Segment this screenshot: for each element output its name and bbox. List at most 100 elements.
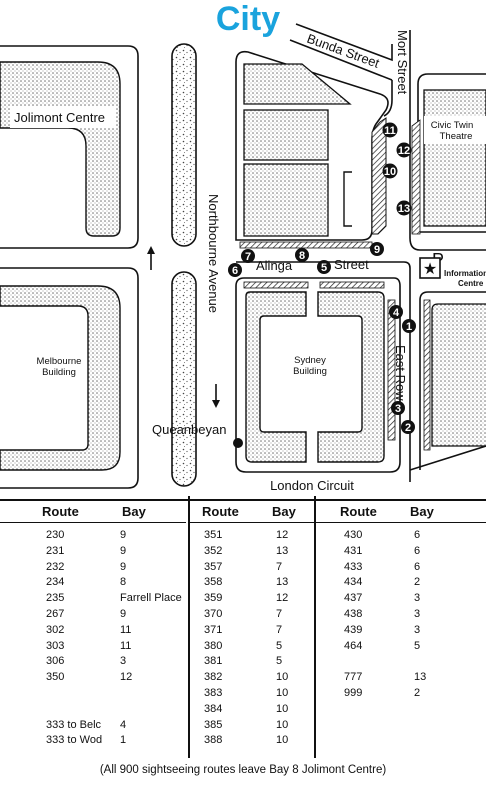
bay-marker-6: 6: [228, 263, 242, 277]
bay-marker-circle: [402, 319, 416, 333]
map-title: City: [216, 0, 280, 38]
bay-marker-number: 11: [384, 125, 396, 137]
table-row: [0, 686, 186, 702]
civic-twin-label-1: Civic Twin: [431, 120, 474, 131]
bay-marker-number: 5: [321, 262, 327, 274]
route-header: Route: [340, 504, 377, 519]
column-header: Route Bay: [316, 500, 486, 523]
information-label-1: Information: [444, 269, 486, 278]
bunda-alinga-block: [235, 50, 389, 249]
route-header: Route: [42, 504, 79, 519]
column-header: Route Bay: [190, 500, 314, 523]
route-cell: 231: [46, 544, 65, 557]
bay-header: Bay: [122, 504, 146, 519]
mort-street-road: [383, 30, 486, 251]
bay-cell: 5: [276, 639, 283, 652]
bay-cell: 2: [414, 686, 421, 699]
bay-cell: 10: [276, 686, 289, 699]
route-cell: 230: [46, 529, 65, 541]
route-cell: 439: [344, 623, 363, 636]
sydney-north-bus-bay: [243, 281, 309, 289]
route-cell: 302: [46, 623, 65, 636]
bay-marker-7: 7: [241, 249, 255, 263]
jolimont-centre-block: Jolimont Centre: [0, 45, 139, 249]
bay-cell: 2: [414, 576, 421, 589]
bay-cell: 9: [120, 607, 127, 620]
bay-marker-10: 10: [382, 163, 398, 179]
bay-marker-number: 3: [395, 403, 401, 415]
table-row: 230 9: [0, 528, 186, 544]
bay-marker-13: 13: [396, 200, 412, 216]
bay-marker-circle: [396, 142, 412, 158]
bay-cell: 8: [120, 576, 127, 589]
bay-marker-3: 3: [391, 401, 405, 415]
route-cell: 351: [204, 529, 223, 541]
table-row: 384 10: [190, 702, 314, 718]
bay-cell: 7: [276, 560, 283, 573]
northbourne-avenue-label: Northbourne Avenue: [206, 194, 221, 313]
route-cell: 431: [344, 544, 363, 557]
table-row: 302 11: [0, 623, 186, 639]
route-cell: 464: [344, 639, 363, 652]
building-triangle: [243, 63, 352, 105]
bay-cell: 11: [120, 623, 132, 636]
queanbeyan-stop-marker: [233, 438, 243, 448]
route-cell: 234: [46, 576, 65, 589]
bay-marker-number: 13: [398, 203, 410, 215]
bay-cell: 13: [414, 671, 427, 684]
table-row: 234 8: [0, 575, 186, 591]
route-cell: 384: [204, 702, 223, 715]
bay-cell: 10: [276, 702, 289, 715]
bay-cell: 13: [276, 576, 289, 589]
northbourne-median-south: [171, 271, 197, 487]
route-cell: 358: [204, 576, 223, 589]
bay-marker-2: 2: [401, 420, 415, 434]
bay-cell: 10: [276, 671, 289, 684]
northbourne-median-north: [171, 43, 197, 247]
route-cell: 437: [344, 592, 363, 605]
east-row-label: East Row: [393, 345, 408, 401]
route-cell: 430: [344, 529, 363, 541]
bay-cell: 3: [414, 607, 421, 620]
bay-marker-circle: [295, 248, 309, 262]
bay-marker-11: 11: [382, 122, 398, 138]
bay-marker-8: 8: [295, 248, 309, 262]
east-row-bus-bay: [387, 299, 396, 441]
melbourne-building-label-1: Melbourne: [37, 356, 82, 367]
route-cell: 434: [344, 576, 363, 589]
bay-marker-number: 2: [405, 422, 411, 434]
route-cell: 352: [204, 544, 223, 557]
bay-cell: 6: [414, 529, 421, 541]
queanbeyan-label: Queanbeyan: [152, 422, 226, 437]
building-lower: [243, 163, 329, 237]
melbourne-building-block: Melbourne Building: [0, 267, 139, 489]
table-row: 434 2: [316, 575, 486, 591]
route-cell: 370: [204, 607, 223, 620]
bay-cell: 9: [120, 529, 127, 541]
bay-cell: 12: [276, 529, 289, 541]
route-cell: 235: [46, 592, 65, 605]
bay-marker-number: 10: [384, 166, 396, 178]
bay-cell: 12: [276, 592, 289, 605]
bay-marker-circle: [370, 242, 384, 256]
